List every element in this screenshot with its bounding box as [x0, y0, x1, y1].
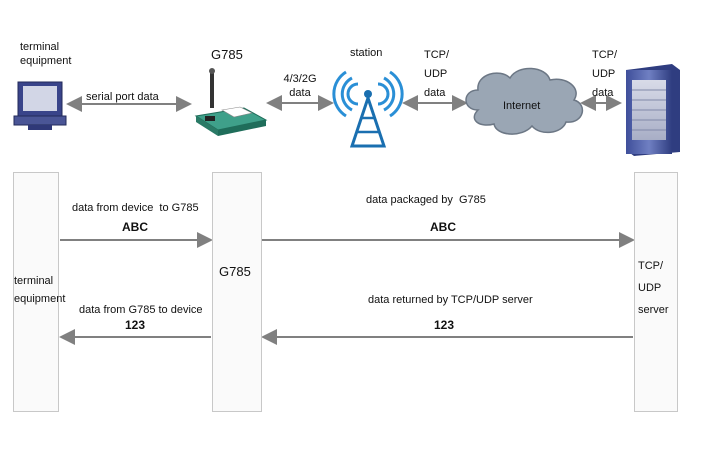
cellular-label: 4/3/2G data [272, 72, 328, 100]
cellular-label-line1: 4/3/2G [283, 73, 317, 85]
terminal-lane-line1: terminal [14, 275, 54, 287]
terminal-lane [13, 172, 59, 412]
server-lane-line3: server [638, 304, 669, 316]
tcp-right-line1: TCP/ [592, 49, 618, 61]
tcp-right-label: TCP/ UDP data [592, 48, 617, 100]
server-lane [634, 172, 678, 412]
terminal-label-line1: terminal [20, 41, 60, 53]
tcp-left-line1: TCP/ [424, 49, 450, 61]
station-tower-icon [332, 70, 404, 148]
terminal-label-line2: equipment [20, 55, 72, 67]
server-lane-line1: TCP/ [638, 260, 664, 272]
terminal-lane-label: terminal equipment [14, 272, 84, 308]
msg2-text: data packaged by G785 [366, 194, 486, 206]
server-tower-icon [626, 64, 680, 156]
serial-port-label: serial port data [86, 91, 159, 103]
station-label: station [350, 47, 383, 59]
msg2-value: ABC [430, 220, 456, 234]
g785-device-icon [194, 68, 268, 136]
internet-label: Internet [503, 100, 541, 112]
msg1-value: ABC [122, 220, 148, 234]
terminal-lane-line2: equipment [14, 293, 66, 305]
server-lane-label: TCP/ UDP server [638, 255, 669, 321]
g785-lane-label: G785 [219, 264, 251, 279]
g785-title: G785 [211, 47, 243, 62]
tcp-left-label: TCP/ UDP data [424, 48, 449, 100]
tcp-left-line3: data [424, 87, 446, 99]
msg4-text: data from G785 to device [79, 304, 203, 316]
tcp-right-line3: data [592, 87, 614, 99]
msg3-text: data returned by TCP/UDP server [368, 294, 533, 306]
cellular-label-line2: data [289, 87, 311, 99]
tcp-left-line2: UDP [424, 68, 448, 80]
msg1-text: data from device to G785 [72, 202, 199, 214]
internet-cloud-icon [465, 67, 584, 135]
tcp-right-line2: UDP [592, 68, 616, 80]
terminal-label: terminal equipment [20, 40, 90, 68]
msg4-value: 123 [125, 318, 146, 332]
server-lane-line2: UDP [638, 282, 662, 294]
terminal-computer-icon [13, 81, 67, 130]
msg3-value: 123 [434, 318, 455, 332]
g785-lane [212, 172, 262, 412]
